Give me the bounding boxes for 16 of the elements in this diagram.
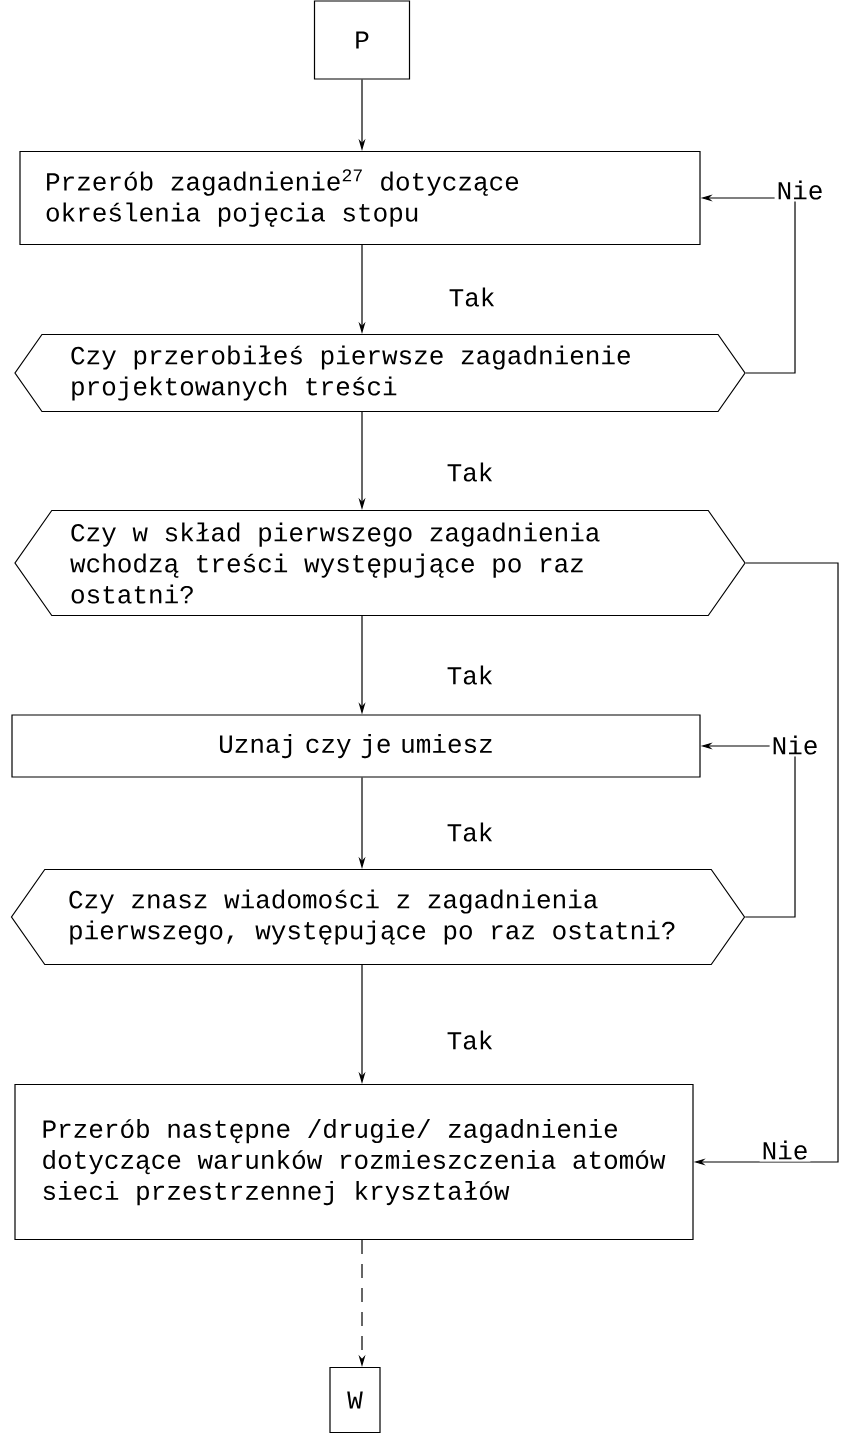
process-box: Przerób zagadnienie$^{27}$ dotyczące określenia pojęcia stopu (19, 150, 701, 246)
edge-label: Nie (774, 178, 826, 202)
edge-label: Tak (444, 663, 496, 687)
process-box: Uznaj czy je umiesz (11, 714, 701, 778)
edge-label: Tak (444, 460, 496, 484)
terminal-box: P (313, 0, 411, 80)
edge-label: Tak (444, 820, 496, 844)
edge-label: Tak (446, 285, 498, 309)
decision-hexagon: Czy znasz wiadomości z zagadnienia pierwszego, występujące po raz ostatni? (10, 868, 746, 966)
edge-label: Nie (769, 733, 821, 757)
decision-hexagon: Czy w skład pierwszego zagadnienia wchodzą treści występujące po raz ostatni? (14, 509, 746, 617)
decision-hexagon: Czy przerobiłeś pierwsze zagadnienie projektowanych treści (14, 333, 746, 413)
process-box: Przerób następne /drugie/ zagadnienie dotyczące warunków rozmieszczenia atomów sieci przestrzennej kryształów (14, 1083, 694, 1241)
terminal-box: W (329, 1366, 381, 1434)
edge-label: Tak (444, 1028, 496, 1052)
edge-label: Nie (759, 1138, 811, 1162)
